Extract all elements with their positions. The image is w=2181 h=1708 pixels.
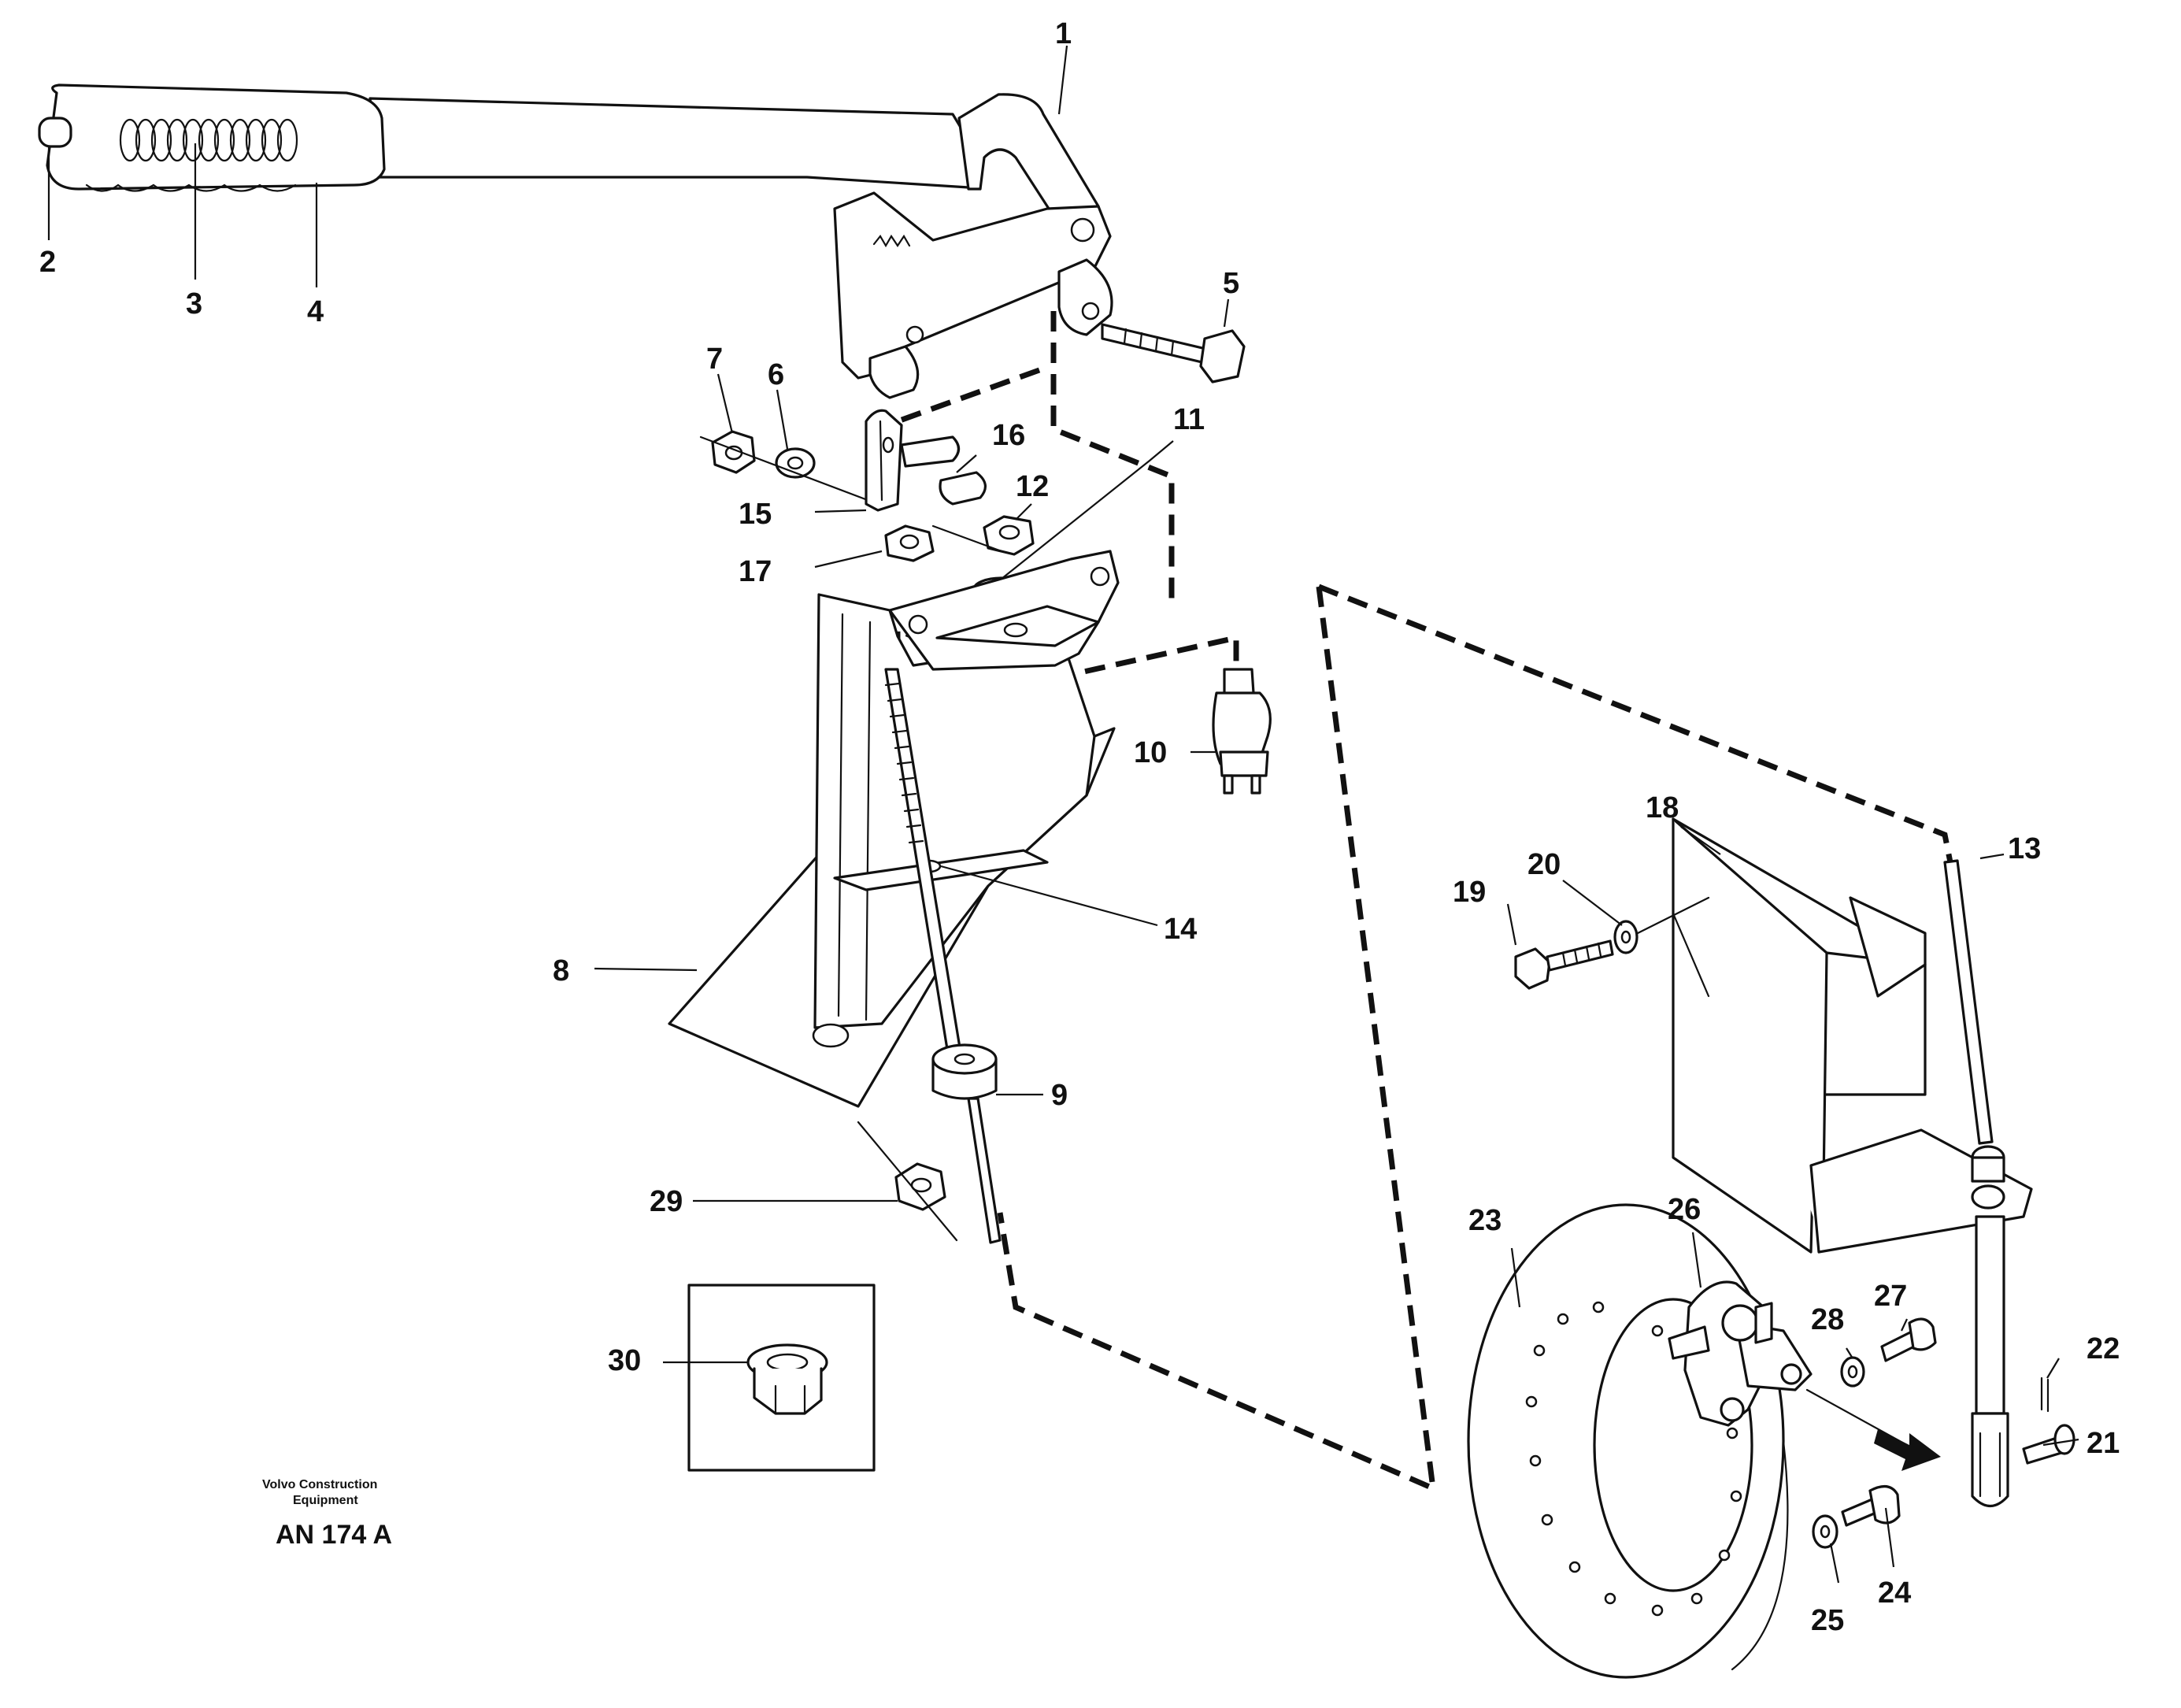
credit-line-1: Volvo Construction xyxy=(262,1478,377,1491)
washer-25 xyxy=(1812,1514,1838,1549)
mounting-bracket-8 xyxy=(668,550,1120,1108)
credit-line-2: Equipment xyxy=(293,1494,358,1507)
leader-lines xyxy=(47,45,2079,1584)
clevis-15 xyxy=(865,409,903,512)
callout-30: 30 xyxy=(608,1344,641,1377)
callout-28: 28 xyxy=(1811,1303,1844,1336)
drawing-code: AN 174 A xyxy=(276,1520,392,1550)
washer-28 xyxy=(1840,1356,1865,1388)
nut-7 xyxy=(711,430,756,474)
callout-1: 1 xyxy=(1055,17,1072,50)
split-pin-22 xyxy=(2040,1376,2050,1413)
handbrake-lever xyxy=(38,83,1113,399)
callout-19: 19 xyxy=(1453,876,1486,909)
inset-box-30 xyxy=(687,1284,876,1472)
callout-9: 9 xyxy=(1051,1079,1068,1112)
callout-23: 23 xyxy=(1468,1204,1502,1237)
callout-5: 5 xyxy=(1223,267,1239,300)
washer-20 xyxy=(1613,920,1639,954)
grip-spring xyxy=(119,118,298,162)
switch-10 xyxy=(1212,668,1272,795)
nut-29 xyxy=(857,1121,958,1242)
brake-caliper-26 xyxy=(1668,1280,1813,1427)
callout-2: 2 xyxy=(39,246,56,279)
callout-11: 11 xyxy=(1173,403,1205,436)
callout-14: 14 xyxy=(1164,913,1197,946)
brake-disc-23 xyxy=(1467,1203,1789,1679)
drawing-credit: Volvo Construction Equipment AN 174 A xyxy=(262,1478,392,1550)
callout-7: 7 xyxy=(706,343,723,376)
callout-4: 4 xyxy=(307,295,324,328)
callout-16: 16 xyxy=(992,419,1025,452)
callout-22: 22 xyxy=(2087,1332,2120,1365)
washer-6 xyxy=(775,447,816,479)
callout-25: 25 xyxy=(1811,1604,1844,1637)
clevis-pin-16 xyxy=(900,435,987,506)
callout-13: 13 xyxy=(2008,832,2041,865)
callout-29: 29 xyxy=(650,1185,683,1218)
callout-26: 26 xyxy=(1668,1193,1701,1226)
direction-arrow xyxy=(1874,1429,1941,1471)
callout-20: 20 xyxy=(1527,848,1561,881)
callout-labels: 1 2 3 4 5 6 7 8 9 10 11 12 13 14 15 16 1… xyxy=(39,17,2120,1637)
callout-8: 8 xyxy=(553,954,569,987)
callout-21: 21 xyxy=(2087,1427,2120,1460)
callout-10: 10 xyxy=(1134,736,1167,769)
callout-3: 3 xyxy=(186,287,202,320)
callout-6: 6 xyxy=(768,358,784,391)
bolt-24 xyxy=(1841,1485,1901,1527)
callout-27: 27 xyxy=(1874,1280,1907,1313)
bolt-27 xyxy=(1880,1317,1937,1362)
callout-24: 24 xyxy=(1878,1576,1911,1610)
callout-18: 18 xyxy=(1646,791,1679,824)
bolt-19 xyxy=(1514,939,1614,990)
grommet-9 xyxy=(931,1043,998,1100)
callout-15: 15 xyxy=(739,498,772,531)
cable-13 xyxy=(1943,859,2009,1508)
nut-17 xyxy=(884,524,935,562)
caliper-bracket-18 xyxy=(1672,817,2033,1254)
nut-12 xyxy=(983,515,1035,556)
callout-17: 17 xyxy=(739,555,772,588)
callout-12: 12 xyxy=(1016,470,1049,503)
bolt-5 xyxy=(1101,323,1246,383)
